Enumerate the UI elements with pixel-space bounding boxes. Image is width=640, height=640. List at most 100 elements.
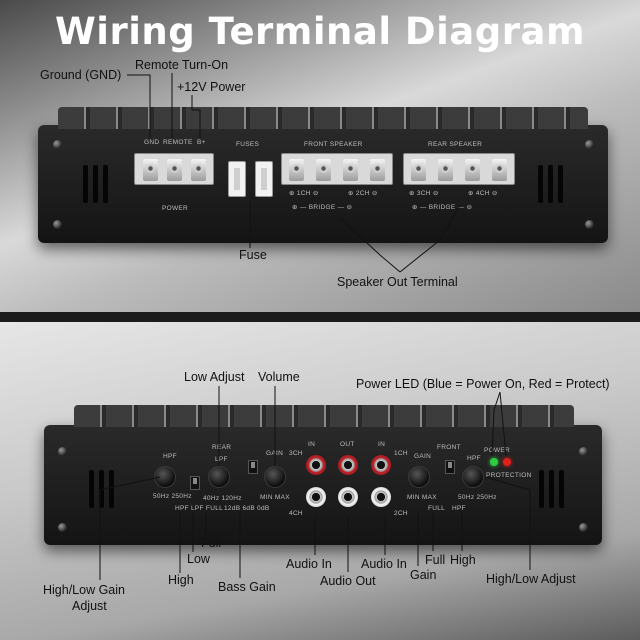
rca-input-3ch[interactable] xyxy=(306,455,326,475)
high-low-adjust-callout: High/Low Adjust xyxy=(486,572,576,586)
minmax-left-silk: MIN MAX xyxy=(260,494,290,501)
vent-slot xyxy=(93,165,98,203)
ch1-silk: 1CH xyxy=(394,450,408,457)
fuse-2[interactable] xyxy=(255,161,273,197)
out-silk: OUT xyxy=(340,441,355,448)
vent-slot xyxy=(99,470,104,508)
vent-slot xyxy=(549,470,554,508)
speaker-terminal[interactable] xyxy=(492,159,507,181)
front-crossover-switch[interactable] xyxy=(445,460,455,474)
hpf-front-knob[interactable] xyxy=(462,466,484,488)
power-terminal-block xyxy=(134,153,214,185)
fuse-1[interactable] xyxy=(228,161,246,197)
lpf-silk: LPF xyxy=(215,456,228,463)
vent-slot xyxy=(83,165,88,203)
amplifier-bottom xyxy=(44,405,602,545)
bridge-left-silk: ⊕ — BRIDGE — ⊖ xyxy=(292,204,353,211)
high-left-callout: High xyxy=(168,573,194,587)
fuse-callout: Fuse xyxy=(239,248,267,262)
full-right-callout: Full xyxy=(425,553,446,567)
power-led-indicator xyxy=(490,458,498,466)
gain-rear-knob[interactable] xyxy=(264,466,286,488)
screw xyxy=(53,220,62,229)
ch3-silk: ⊕ 3CH ⊖ xyxy=(409,190,439,197)
front-silk: FRONT xyxy=(437,444,461,451)
power12v-callout: +12V Power xyxy=(177,80,246,94)
screw xyxy=(579,447,588,456)
fuses-silk: FUSES xyxy=(236,141,260,148)
ch3-silk: 3CH xyxy=(289,450,303,457)
rca-input-1ch[interactable] xyxy=(371,455,391,475)
remote-terminal[interactable] xyxy=(167,159,182,181)
ch2-silk: 2CH xyxy=(394,510,408,517)
hz-left-silk: 50Hz 250Hz xyxy=(153,493,192,500)
vent-slot xyxy=(548,165,553,203)
rear-silk: REAR xyxy=(212,444,232,451)
bass-gain-switch[interactable] xyxy=(248,460,258,474)
bplus-terminal[interactable] xyxy=(191,159,206,181)
bass-gain-callout: Bass Gain xyxy=(218,580,276,594)
in-right-silk: IN xyxy=(378,441,386,448)
rca-output-white[interactable] xyxy=(338,487,358,507)
vent-slot xyxy=(559,470,564,508)
ch2-silk: ⊕ 2CH ⊖ xyxy=(348,190,378,197)
audio-in-right-callout: Audio In xyxy=(361,557,407,571)
lpf-knob[interactable] xyxy=(208,466,230,488)
rear-crossover-switch[interactable] xyxy=(190,476,200,490)
protect-led-indicator xyxy=(503,458,511,466)
hz-right-silk: 50Hz 250Hz xyxy=(458,494,497,501)
power-led-callout: Power LED (Blue = Power On, Red = Protec… xyxy=(356,377,610,391)
screw xyxy=(58,523,67,532)
hz-lpf-silk: 40Hz 120Hz xyxy=(203,495,242,502)
hpf-lpf-full-silk: HPF LPF FULL xyxy=(175,505,224,512)
gain-left-silk: GAIN xyxy=(266,450,284,457)
remote-silk: REMOTE xyxy=(163,139,193,146)
screw xyxy=(585,220,594,229)
speaker-terminal[interactable] xyxy=(370,159,385,181)
vent-slot xyxy=(103,165,108,203)
volume-callout: Volume xyxy=(258,370,300,384)
hpf-bottom-right-silk: HPF xyxy=(452,505,466,512)
speaker-terminal[interactable] xyxy=(438,159,453,181)
vent-slot xyxy=(538,165,543,203)
gain-right-silk: GAIN xyxy=(414,453,432,460)
gain-callout: Gain xyxy=(410,568,437,582)
rca-input-4ch[interactable] xyxy=(306,487,326,507)
in-left-silk: IN xyxy=(308,441,316,448)
ground-callout: Ground (GND) xyxy=(40,68,122,82)
low-adjust-callout: Low Adjust xyxy=(184,370,245,384)
audio-in-left-callout: Audio In xyxy=(286,557,332,571)
rca-input-2ch[interactable] xyxy=(371,487,391,507)
rca-output-red[interactable] xyxy=(338,455,358,475)
full-right-silk: FULL xyxy=(428,505,446,512)
speaker-terminal[interactable] xyxy=(411,159,426,181)
speaker-terminal[interactable] xyxy=(343,159,358,181)
high-low-gain-adjust-callout-line1: High/Low Gain xyxy=(43,583,125,597)
hpf-left-silk: HPF xyxy=(163,453,177,460)
front-speaker-block xyxy=(281,153,393,185)
vent-slot xyxy=(89,470,94,508)
low-callout: Low xyxy=(187,552,210,566)
gain-front-knob[interactable] xyxy=(408,466,430,488)
screw xyxy=(585,140,594,149)
screw xyxy=(579,523,588,532)
gnd-terminal[interactable] xyxy=(143,159,158,181)
hpf-rear-knob[interactable] xyxy=(154,466,176,488)
rear-speaker-block xyxy=(403,153,515,185)
ch4-silk: ⊕ 4CH ⊖ xyxy=(468,190,498,197)
ch4-silk: 4CH xyxy=(289,510,303,517)
hpf-right-silk: HPF xyxy=(467,455,481,462)
minmax-right-silk: MIN MAX xyxy=(407,494,437,501)
bridge-right-silk: ⊕ — BRIDGE — ⊖ xyxy=(412,204,473,211)
speaker-terminal[interactable] xyxy=(289,159,304,181)
speaker-terminal[interactable] xyxy=(316,159,331,181)
speaker-terminal[interactable] xyxy=(465,159,480,181)
heatsink-fins xyxy=(58,107,588,129)
protection-silk: PROTECTION xyxy=(486,472,532,479)
db-silk: 12dB 6dB 0dB xyxy=(224,505,270,512)
section-divider xyxy=(0,312,640,322)
page-title: Wiring Terminal Diagram xyxy=(54,10,586,53)
ch1-silk: ⊕ 1CH ⊖ xyxy=(289,190,319,197)
power-silk: POWER xyxy=(162,205,189,212)
power-led-silk: POWER xyxy=(484,447,511,454)
